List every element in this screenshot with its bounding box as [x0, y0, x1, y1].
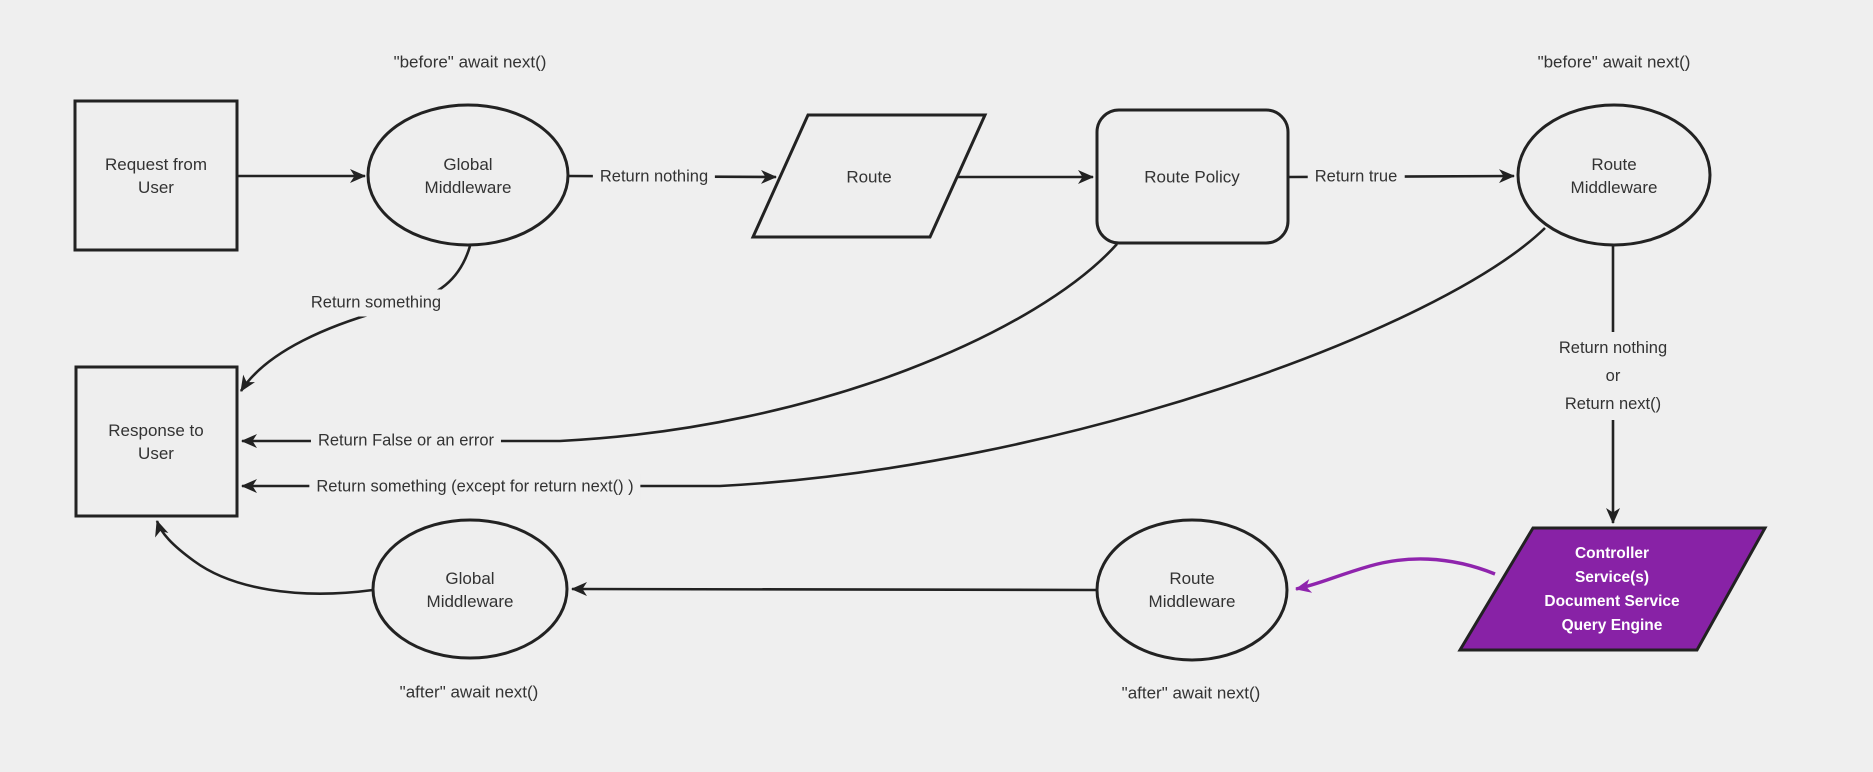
request-node-label: Request from User — [105, 153, 207, 199]
controller-node-shape — [1457, 526, 1768, 652]
response-node-shape — [74, 365, 239, 518]
edge-global-middleware-to-response — [239, 245, 472, 392]
route-policy-node-shape — [1095, 108, 1290, 245]
edge-global-middleware-bottom-to-response — [155, 520, 374, 595]
request-node-shape — [73, 99, 239, 252]
controller-label-line4: Query Engine — [1561, 617, 1663, 634]
edge-label-return-something: Return something — [303, 289, 449, 317]
global-middleware-bottom-node-shape — [371, 518, 569, 660]
global-middleware-top-label-line2: Middleware — [424, 178, 512, 197]
after-await-next-route-annotation: "after" await next() — [1121, 683, 1261, 703]
global-middleware-bottom-label-line1: Global — [445, 569, 495, 588]
controller-label-line3: Document Service — [1544, 593, 1680, 610]
global-middleware-top-node-label: Global Middleware — [425, 153, 512, 199]
global-middleware-top-label-line1: Global — [443, 155, 493, 174]
edge-label-return-nothing-or-next-line3: Return next() — [1564, 395, 1662, 413]
response-node-label: Response to User — [108, 419, 203, 465]
controller-node-label: Controller Service(s) Document Service Q… — [1544, 542, 1679, 638]
route-node-label: Route — [846, 166, 891, 189]
route-node-shape — [750, 113, 988, 239]
route-middleware-top-node-label: Route Middleware — [1571, 153, 1658, 199]
edge-label-return-true: Return true — [1307, 163, 1405, 191]
response-node-label-line1: Response to — [108, 421, 204, 440]
edge-route-middleware-to-response — [241, 227, 1546, 493]
edge-label-return-something-except: Return something (except for return next… — [309, 473, 641, 501]
global-middleware-bottom-label-line2: Middleware — [426, 592, 514, 611]
before-await-next-global-annotation: "before" await next() — [393, 52, 547, 72]
route-node-label-line1: Route — [846, 167, 892, 187]
route-policy-node-label: Route Policy — [1144, 166, 1239, 189]
route-middleware-top-label-line2: Middleware — [1570, 178, 1658, 197]
edge-label-return-nothing-or-next-line2: or — [1605, 367, 1621, 385]
response-node-label-line2: User — [138, 444, 174, 463]
route-middleware-top-node-shape — [1516, 103, 1712, 247]
controller-label-line2: Service(s) — [1574, 569, 1650, 586]
edge-route-policy-to-response — [241, 243, 1118, 448]
route-policy-label-line1: Route Policy — [1144, 167, 1240, 187]
route-middleware-top-label-line1: Route — [1591, 155, 1637, 174]
request-node-label-line2: User — [138, 178, 174, 197]
edge-label-return-nothing-or-next-line1: Return nothing — [1558, 339, 1668, 357]
edge-label-return-nothing: Return nothing — [592, 163, 716, 191]
route-middleware-bottom-node-shape — [1095, 518, 1289, 662]
route-middleware-bottom-label-line1: Route — [1169, 569, 1215, 588]
before-await-next-route-annotation: "before" await next() — [1537, 52, 1691, 72]
edge-label-return-false-or-error: Return False or an error — [310, 427, 502, 455]
edge-label-return-nothing-or-next: Return nothing or Return next() — [1551, 332, 1675, 420]
global-middleware-bottom-node-label: Global Middleware — [427, 567, 514, 613]
global-middleware-top-node-shape — [366, 103, 570, 247]
route-middleware-bottom-node-label: Route Middleware — [1149, 567, 1236, 613]
controller-label-line1: Controller — [1574, 545, 1650, 562]
edge-route-middleware-bottom-to-global-middleware-bottom — [571, 582, 1098, 597]
after-await-next-global-annotation: "after" await next() — [399, 682, 539, 702]
route-middleware-bottom-label-line2: Middleware — [1148, 592, 1236, 611]
edge-controller-to-route-middleware-bottom — [1295, 557, 1496, 593]
request-node-label-line1: Request from — [104, 155, 208, 174]
